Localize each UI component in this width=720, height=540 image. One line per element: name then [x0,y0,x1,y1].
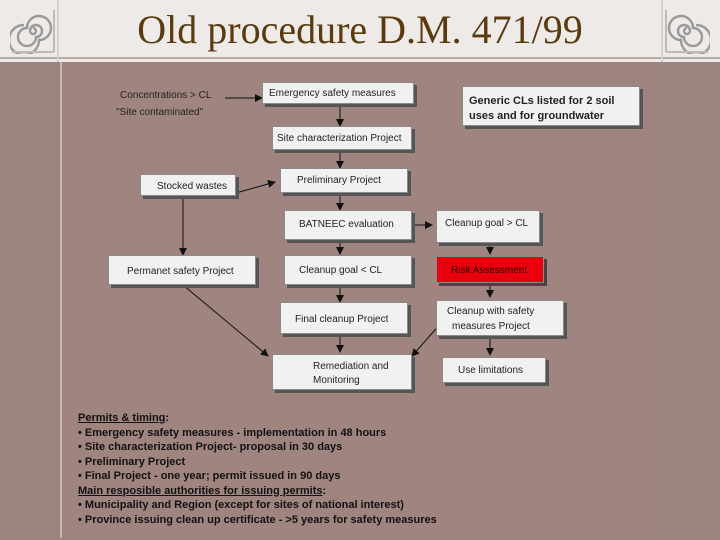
use-limitations-label: Use limitations [458,365,524,376]
cleanup-goal-gt-label: Cleanup goal > CL [445,218,529,229]
scroll-ornament-icon [665,10,710,54]
cleanup-with-safety-label-1: Cleanup with safety [447,306,535,317]
site-characterization-label: Site characterization Project [277,133,402,144]
batneec-label: BATNEEC evaluation [299,219,394,230]
note-line: • Final Project - one year; permit issue… [78,470,341,482]
cleanup-goal-lt-label: Cleanup goal < CL [299,265,383,276]
risk-assessment-label: Risk Assessment [451,265,528,276]
generic-cls-label-1: Generic CLs listed for 2 soil [469,95,615,107]
risk-assessment-box: Risk Assessment [436,256,544,283]
cleanup-with-safety-box: Cleanup with safety measures Project [436,300,564,336]
use-limitations-box: Use limitations [442,357,546,383]
note-line: • Emergency safety measures - implementa… [78,426,387,439]
emergency-box: Emergency safety measures [262,82,414,104]
stocked-wastes-box: Stocked wastes [140,174,236,196]
remediation-label-2: Monitoring [313,375,360,386]
note-line: • Province issuing clean up certificate … [78,513,437,526]
generic-cls-label-2: uses and for groundwater [469,110,605,122]
final-cleanup-label: Final cleanup Project [295,314,389,325]
preliminary-box: Preliminary Project [280,168,408,193]
preliminary-label: Preliminary Project [297,175,381,186]
remediation-box: Remediation and Monitoring [272,354,412,390]
site-characterization-box: Site characterization Project [272,126,412,150]
authorities-heading: Main resposible authorities for issuing … [78,484,323,497]
cleanup-goal-gt-box: Cleanup goal > CL [436,210,540,243]
cleanup-with-safety-label-2: measures Project [452,321,530,332]
cleanup-goal-lt-box: Cleanup goal < CL [284,255,412,285]
site-contaminated-label: "Site contaminated" [116,107,204,118]
note-line: • Preliminary Project [78,455,186,468]
concentrations-label: Concentrations > CL [120,90,212,101]
final-cleanup-box: Final cleanup Project [280,302,408,334]
scroll-ornament-icon [10,10,55,54]
permits-heading-row: Permits & timing: [78,411,638,426]
slide-title: Old procedure D.M. 471/99 [137,7,583,52]
header-band [0,0,720,62]
permits-heading: Permits & timing [78,412,166,424]
emergency-label: Emergency safety measures [269,88,396,99]
note-line: • Site characterization Project- proposa… [78,441,343,453]
authorities-heading-colon: : [322,484,327,497]
concentrations-box: Concentrations > CL "Site contaminated" [106,84,226,124]
batneec-box: BATNEEC evaluation [284,210,412,240]
permanent-safety-box: Permanet safety Project [108,255,256,285]
permits-heading-colon: : [165,412,170,424]
note-line: • Municipality and Region (except for si… [78,499,404,511]
stocked-wastes-label: Stocked wastes [157,181,228,192]
remediation-label-1: Remediation and [313,361,389,372]
permanent-safety-label: Permanet safety Project [127,266,234,277]
authorities-heading-row: Main resposible authorities for issuing … [78,484,638,499]
permits-notes: Permits & timing: • Emergency safety mea… [78,411,638,527]
generic-cls-box: Generic CLs listed for 2 soil uses and f… [462,86,640,126]
